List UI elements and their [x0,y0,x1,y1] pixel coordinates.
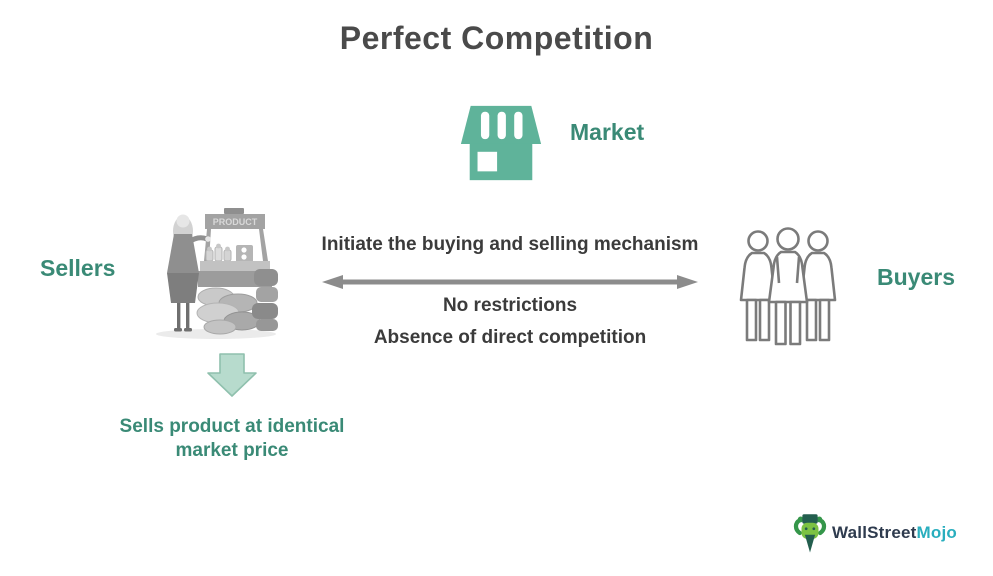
logo-bull-icon [793,514,827,553]
stall-sign-text: PRODUCT [213,217,258,227]
buyers-label: Buyers [877,264,955,290]
flow-text-absence: Absence of direct competition [373,327,647,348]
logo: WallStreetMojo [793,512,957,554]
buyers-icon [739,227,837,346]
seller-note: Sells product at identical market price [119,416,345,462]
sellers-label: Sellers [40,255,116,281]
page-title: Perfect Competition [339,20,654,56]
flow-text-initiate: Initiate the buying and selling mechanis… [321,234,699,255]
market-icon [460,105,542,181]
down-arrow-icon [207,353,257,397]
flow-text-no-restrictions: No restrictions [442,295,578,316]
logo-text-mojo: Mojo [916,523,957,542]
market-label: Market [570,119,645,145]
double-arrow [322,275,698,289]
logo-text-wallstreet: WallStreet [832,523,917,542]
seller-illustration: PRODUCT [156,208,278,339]
logo-text: WallStreetMojo [832,523,957,543]
